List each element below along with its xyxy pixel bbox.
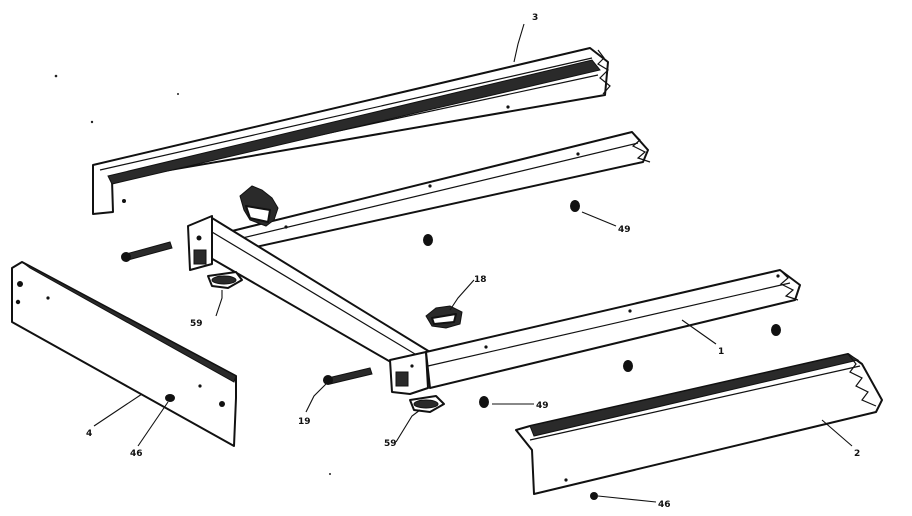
label-part-49-lower: 49: [536, 401, 549, 411]
nuts-part-49: [423, 200, 781, 408]
label-part-46-left: 46: [130, 449, 143, 459]
foot-part-59-upper: [207, 271, 243, 289]
foot-part-59-lower: [409, 395, 445, 413]
end-plate-part-4: [11, 261, 237, 447]
label-part-1: 1: [718, 347, 724, 357]
clip-bracket-part-18: [425, 305, 463, 329]
label-part-3: 3: [532, 13, 538, 23]
print-specks: [54, 74, 331, 475]
label-part-49-upper: 49: [618, 225, 631, 235]
bolt-upper: [121, 241, 173, 262]
label-part-18: 18: [474, 275, 487, 285]
callout-labels: 3 49 18 1 59 19 49 59 4 46 2 46: [86, 13, 860, 510]
bolt-part-19: [323, 367, 373, 385]
label-part-59-lower: 59: [384, 439, 397, 449]
label-part-19: 19: [298, 417, 311, 427]
frame-assembly: [187, 215, 801, 395]
label-part-59-upper: 59: [190, 319, 203, 329]
leader-lines: [93, 23, 853, 503]
label-part-4: 4: [86, 429, 92, 439]
label-part-46-right: 46: [658, 500, 671, 510]
label-part-2: 2: [854, 449, 860, 459]
angle-rail-part-2: [515, 353, 883, 500]
clip-bracket-upper: [239, 185, 279, 227]
rail-part-3: [92, 47, 611, 215]
